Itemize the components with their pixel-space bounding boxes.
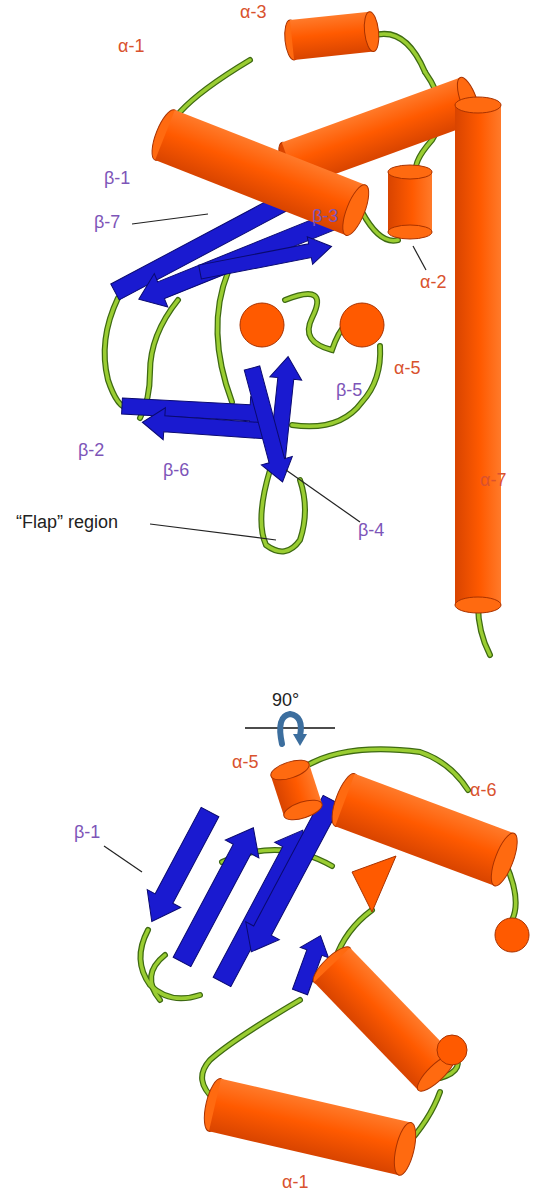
- cylinder-body: [209, 1079, 411, 1175]
- loop: [105, 298, 130, 408]
- cylinder-end: [455, 97, 501, 113]
- loop: [180, 60, 250, 112]
- leader-lines: [132, 214, 426, 540]
- loop-dark: [140, 749, 515, 1148]
- helices: [147, 11, 501, 613]
- loop: [217, 272, 232, 402]
- strand-label: β-1: [74, 822, 100, 843]
- cylinder-end: [281, 796, 324, 824]
- helix-cylinder: [388, 165, 432, 239]
- beta-strand: [237, 364, 298, 486]
- cylinder-end: [390, 1121, 420, 1178]
- strand-label: β-6: [163, 460, 189, 481]
- loop: [372, 34, 425, 72]
- loop: [372, 34, 425, 72]
- strand-label: β-4: [358, 520, 384, 541]
- loop: [180, 60, 250, 112]
- strand-label: β-1: [104, 168, 130, 189]
- helix-label: α-6: [470, 780, 496, 801]
- leader-line: [150, 524, 276, 540]
- helix-label: α-1: [282, 1172, 308, 1193]
- helix-cylinder: [455, 97, 501, 613]
- cylinder-body: [455, 105, 501, 605]
- loop: [300, 749, 468, 790]
- helix-cone: [352, 856, 396, 912]
- leader-line: [286, 470, 360, 522]
- cylinder-end: [363, 11, 381, 52]
- beta-sheet: [135, 791, 349, 997]
- loop-light: [105, 34, 490, 655]
- rotation-label: 90°: [272, 690, 299, 711]
- strand-label: β-7: [94, 212, 120, 233]
- helix-label: α-7: [480, 470, 506, 491]
- leader-line: [104, 846, 142, 872]
- loop: [105, 298, 130, 408]
- strand-arrow: [237, 364, 298, 486]
- helix-cylinder: [269, 756, 325, 824]
- loop-outline: [140, 749, 515, 1148]
- leader-line: [132, 214, 208, 224]
- loop-dark: [105, 34, 490, 655]
- strand-label: β-2: [78, 440, 104, 461]
- cylinder-body: [335, 774, 514, 886]
- beta-strand: [197, 233, 334, 286]
- cylinder-end: [337, 182, 374, 239]
- leader-line: [413, 246, 426, 270]
- helix-label: α-5: [394, 358, 420, 379]
- strand-label: β-5: [336, 380, 362, 401]
- helix-cylinder: [308, 942, 459, 1096]
- beta-strand: [132, 201, 347, 316]
- helix-end-on: [340, 303, 384, 347]
- helix-cylinder: [147, 107, 374, 239]
- cylinder-body: [388, 172, 432, 232]
- loop: [217, 272, 232, 402]
- helix-label: α-3: [240, 2, 266, 23]
- cylinder-end: [455, 597, 501, 613]
- loop: [300, 749, 468, 790]
- helix-end-on: [495, 918, 529, 952]
- loop-outline: [105, 34, 490, 655]
- cylinder-body: [290, 12, 374, 60]
- helix-end-on: [437, 1035, 467, 1065]
- rotation-axis: [245, 727, 335, 729]
- loop: [292, 346, 380, 426]
- strand-arrow: [132, 201, 347, 316]
- helix-label: α-2: [420, 272, 446, 293]
- cylinder-end: [269, 756, 312, 784]
- loop: [292, 346, 380, 426]
- helix-label: α-1: [118, 36, 144, 57]
- region-label: “Flap” region: [16, 512, 118, 533]
- loop-light: [140, 749, 515, 1148]
- helices: [200, 756, 529, 1177]
- strand-label: β-3: [312, 206, 338, 227]
- rotation-symbol: [245, 714, 335, 746]
- helix-label: α-5: [232, 752, 258, 773]
- cylinder-end: [388, 225, 432, 239]
- rotation-arrowhead: [293, 734, 307, 746]
- helix-cylinder: [283, 11, 381, 61]
- cylinder-end: [388, 165, 432, 179]
- helix-cylinder: [200, 1077, 420, 1178]
- strand-arrow: [197, 233, 334, 286]
- cylinder-end: [486, 830, 522, 889]
- helix-end-on: [240, 303, 284, 347]
- helix-cylinder: [327, 771, 523, 889]
